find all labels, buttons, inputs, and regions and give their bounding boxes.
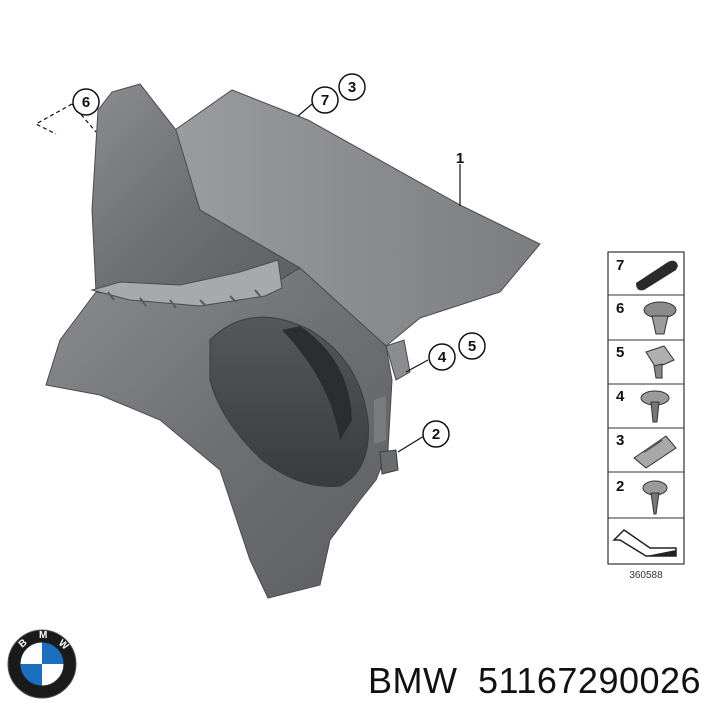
leader-lines <box>34 103 461 453</box>
callout-3: 3 <box>338 73 366 101</box>
reference-number: 360588 <box>629 570 663 581</box>
legend-row: 2 <box>616 478 668 515</box>
callout-6-label: 6 <box>82 94 90 111</box>
legend-number: 6 <box>616 300 624 317</box>
callout-6: 6 <box>72 88 100 116</box>
part-number: 51167290026 <box>478 660 702 701</box>
part-caption: BMW 51167290026 <box>368 660 701 702</box>
callout-5-label: 5 <box>468 338 476 355</box>
washer-screw-icon <box>640 390 670 423</box>
legend-row: 4 <box>616 388 670 423</box>
legend-row: 7 <box>616 257 678 291</box>
legend-number: 7 <box>616 257 624 274</box>
bmw-logo: B M W <box>7 629 77 699</box>
callout-2-label: 2 <box>432 426 440 443</box>
callout-5: 5 <box>458 332 486 360</box>
callout-7: 7 <box>311 86 339 114</box>
callout-1-label: 1 <box>456 150 464 167</box>
trim-panel-vent <box>90 259 283 307</box>
svg-text:M: M <box>39 630 47 641</box>
callout-3-label: 3 <box>348 79 356 96</box>
screw-icon <box>642 480 668 515</box>
callout-4-label: 4 <box>438 349 447 366</box>
callout-1: 1 <box>456 150 464 167</box>
legend-row: 5 <box>616 344 675 379</box>
trim-strip-icon <box>636 260 678 291</box>
legend-number: 3 <box>616 432 624 449</box>
brand-name: BMW <box>368 660 458 701</box>
legend-row: 6 <box>616 300 677 335</box>
legend-number: 4 <box>616 388 625 405</box>
parts-legend: 7 6 5 4 <box>607 251 685 581</box>
callout-4: 4 <box>428 343 456 371</box>
legend-number: 2 <box>616 478 624 495</box>
expanding-rivet-icon <box>643 301 677 335</box>
legend-number: 5 <box>616 344 624 361</box>
clip-nut-icon <box>645 345 675 379</box>
trim-panel-illustration <box>45 83 541 599</box>
legend-row: 3 <box>616 432 677 469</box>
callout-7-label: 7 <box>321 92 329 109</box>
callout-2: 2 <box>422 420 450 448</box>
panel-outline-icon <box>612 529 677 557</box>
retaining-clip-icon <box>633 435 677 469</box>
